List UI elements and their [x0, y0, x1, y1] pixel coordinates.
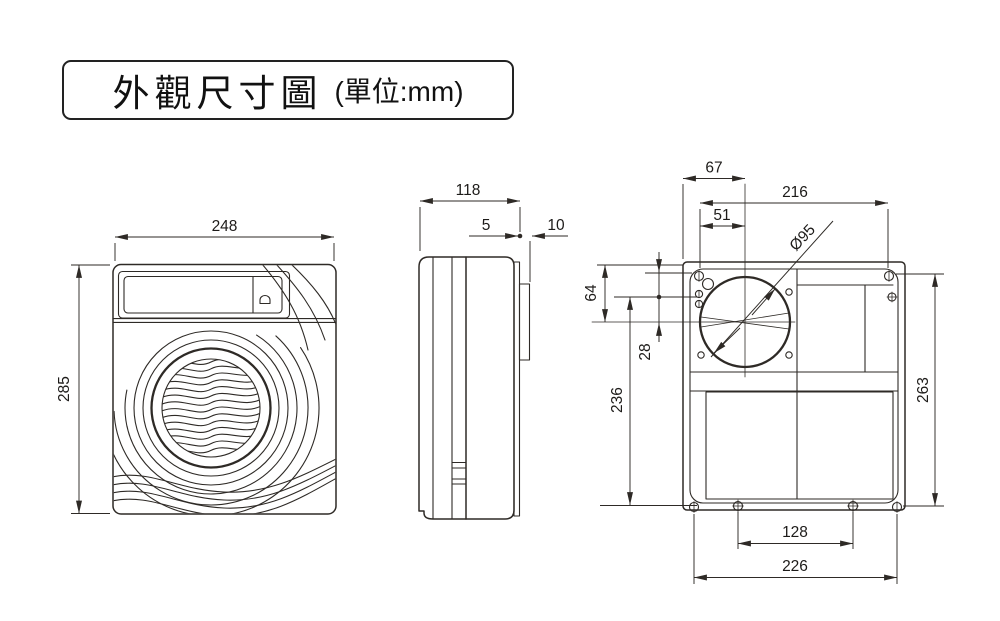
- back-body-outline: [682, 261, 906, 511]
- unit-label: (單位:mm): [334, 76, 464, 107]
- back-view: 67 216 51 Ø95 64: [583, 160, 944, 584]
- dim-side-lip: 5: [469, 217, 523, 239]
- dim-label-back-center-offset: 51: [713, 207, 730, 224]
- dim-back-mount-height: 263: [896, 273, 944, 507]
- back-duct-opening: [591, 183, 796, 378]
- back-keyhole-screws: [694, 277, 715, 309]
- grille-wave-pattern: [162, 359, 260, 454]
- dim-label-back-top-offset: 67: [705, 160, 722, 177]
- dim-back-key-to-center: 28: [614, 252, 697, 361]
- side-duct-flange: [518, 283, 531, 361]
- lock-icon: [259, 295, 271, 305]
- dim-label-side-flange: 10: [547, 217, 565, 234]
- title-box: 外觀尺寸圖 (單位:mm): [62, 60, 514, 120]
- side-clip-detail: [451, 461, 467, 485]
- dim-back-bottom-hole-span: 128: [737, 512, 854, 549]
- dim-label-front-height: 285: [56, 376, 73, 402]
- dim-label-back-mount-span: 216: [782, 184, 808, 201]
- dim-side-flange: 10: [529, 217, 568, 282]
- side-view: 118 5 10: [418, 182, 568, 520]
- front-view: 248 285: [56, 218, 337, 515]
- dim-back-center-offset: 51: [699, 207, 746, 229]
- dim-label-back-duct-diameter: Ø95: [786, 221, 818, 254]
- dim-back-top-offset: 67: [682, 160, 746, 259]
- back-lower-panel: [705, 391, 894, 500]
- back-inner-outline: [689, 268, 899, 504]
- dim-front-width: 248: [114, 218, 335, 261]
- dim-back-duct-diameter: Ø95: [710, 220, 834, 358]
- front-body-outline: [112, 263, 337, 515]
- front-top-panel: [112, 270, 337, 323]
- dim-label-back-bottom-width: 226: [782, 558, 808, 575]
- front-grille: [133, 330, 289, 486]
- dim-label-back-key-to-center: 28: [637, 343, 654, 360]
- side-backplate: [513, 261, 521, 517]
- dim-label-back-mount-height: 263: [915, 377, 932, 403]
- dim-label-back-top-to-center: 64: [583, 284, 600, 302]
- dim-front-height: 285: [56, 264, 110, 514]
- dim-back-mount-span: 216: [699, 184, 889, 268]
- dim-label-back-key-to-bottom: 236: [609, 387, 626, 413]
- dim-back-bottom-width: 226: [693, 514, 898, 584]
- front-decor-curves: [113, 265, 336, 514]
- dim-label-front-width: 248: [212, 218, 238, 235]
- dim-label-back-bottom-hole-span: 128: [782, 524, 808, 541]
- dim-label-side-depth: 118: [456, 182, 481, 199]
- dim-label-side-lip: 5: [482, 217, 491, 234]
- dim-back-key-to-bottom: 236: [600, 296, 697, 506]
- dim-back-top-to-center: 64: [583, 264, 683, 323]
- back-corner-screws: [688, 270, 903, 513]
- page-title: 外觀尺寸圖: [112, 73, 323, 114]
- dim-side-depth: 118: [419, 182, 521, 251]
